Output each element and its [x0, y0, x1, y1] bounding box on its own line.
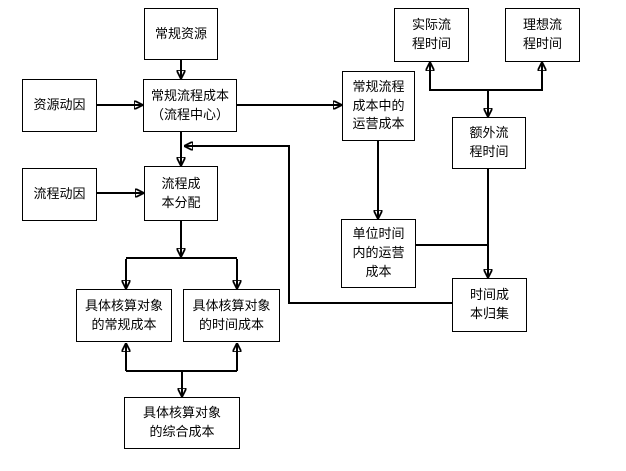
node-process-cost-allocation: 流程成 本分配: [144, 166, 218, 221]
node-object-regular-cost: 具体核算对象 的常规成本: [76, 289, 172, 342]
node-regular-resources: 常规资源: [144, 8, 218, 60]
node-ideal-process-time: 理想流 程时间: [505, 8, 580, 62]
node-process-driver: 流程动因: [22, 168, 97, 221]
node-actual-process-time: 实际流 程时间: [394, 8, 469, 62]
node-unit-time-operating-cost: 单位时间 内的运营 成本: [341, 219, 416, 288]
node-operating-cost-in-regular: 常规流程 成本中的 运营成本: [342, 71, 415, 141]
node-regular-process-cost: 常规流程成本 （流程中心）: [143, 79, 237, 132]
node-object-comprehensive-cost: 具体核算对象 的综合成本: [124, 397, 240, 449]
node-resource-driver: 资源动因: [22, 79, 97, 132]
arrow-collection-feedback: [184, 146, 452, 304]
node-object-time-cost: 具体核算对象 的时间成本: [183, 289, 280, 342]
node-extra-process-time: 额外流 程时间: [452, 117, 526, 169]
node-time-cost-collection: 时间成 本归集: [452, 278, 527, 332]
